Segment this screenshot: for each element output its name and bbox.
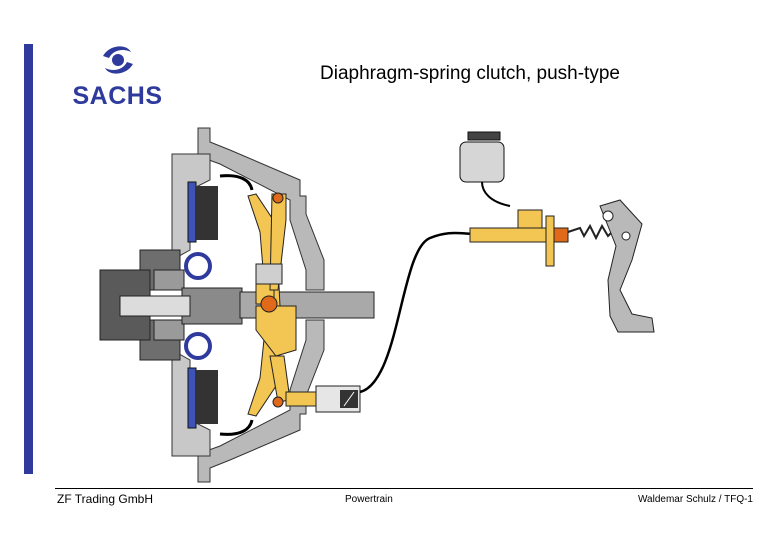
footer-divider xyxy=(55,488,753,489)
flywheel xyxy=(99,153,211,457)
clutch-pedal xyxy=(599,199,655,333)
footer-section: Powertrain xyxy=(345,494,393,505)
upper-return-spring xyxy=(219,174,254,191)
lower-return-spring xyxy=(219,419,254,436)
master-cylinder xyxy=(469,209,615,267)
upper-pivot-point xyxy=(272,192,284,204)
release-bearing-pivot xyxy=(260,295,278,313)
release-fork xyxy=(255,193,297,403)
slide-title: Diaphragm-spring clutch, push-type xyxy=(320,63,620,84)
clutch-diagram xyxy=(99,127,655,483)
clutch-housing xyxy=(197,127,325,483)
hydraulic-line xyxy=(359,231,481,394)
logo-text: SACHS xyxy=(72,82,163,110)
sachs-emblem-icon xyxy=(103,46,133,74)
brand-accent-bar xyxy=(24,44,33,474)
footer-author: Waldemar Schulz / TFQ-1 xyxy=(637,494,753,505)
fluid-reservoir xyxy=(459,131,511,207)
lower-pivot-point xyxy=(272,396,284,408)
slave-cylinder xyxy=(285,385,361,413)
sachs-logo: SACHS xyxy=(55,42,180,112)
footer-company: ZF Trading GmbH xyxy=(57,492,154,506)
torsion-damper xyxy=(184,252,212,360)
